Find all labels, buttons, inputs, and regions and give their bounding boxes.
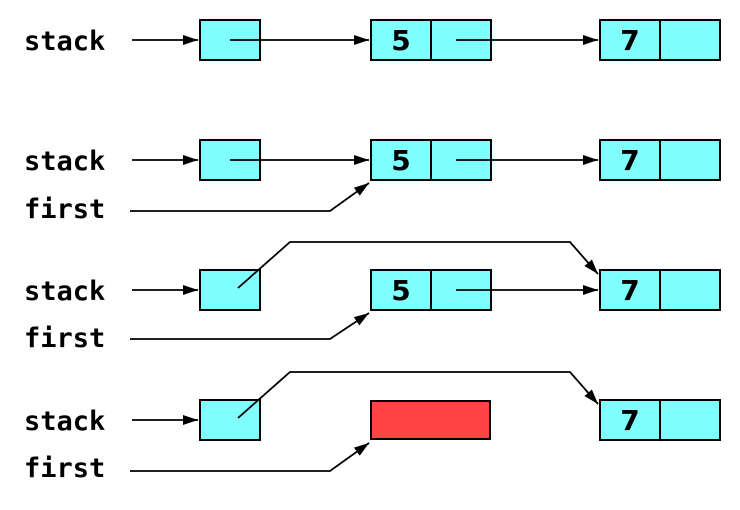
stack-box-bypass-arrow-row4 xyxy=(237,371,599,419)
node-7-value-row1: 7 xyxy=(620,24,639,57)
first-pointer-arrow-row2 xyxy=(130,182,370,212)
step-2: stack 5 7 first xyxy=(24,139,721,225)
stack-label-row2: stack xyxy=(24,146,105,177)
node-5-value-row1: 5 xyxy=(391,24,410,57)
node-5-value-row2: 5 xyxy=(391,144,410,177)
step-4: stack 7 first xyxy=(24,371,721,484)
step-3: stack 5 7 first xyxy=(24,241,721,354)
first-pointer-arrow-row4 xyxy=(130,442,370,472)
stack-label-row3: stack xyxy=(24,276,105,307)
node-7-value-row3: 7 xyxy=(620,274,639,307)
first-label-row2: first xyxy=(24,194,105,225)
stack-label-row1: stack xyxy=(24,26,105,57)
first-label-row4: first xyxy=(24,453,105,484)
node-7-value-row2: 7 xyxy=(620,144,639,177)
first-label-row3: first xyxy=(24,323,105,354)
stack-box-bypass-arrow-row3 xyxy=(237,241,599,289)
deleted-node-row4 xyxy=(370,400,491,440)
first-pointer-arrow-row3 xyxy=(130,312,370,340)
node-7-value-row4: 7 xyxy=(620,404,639,437)
step-1: stack 5 7 xyxy=(24,19,721,61)
node-5-value-row3: 5 xyxy=(391,274,410,307)
stack-label-row4: stack xyxy=(24,406,105,437)
